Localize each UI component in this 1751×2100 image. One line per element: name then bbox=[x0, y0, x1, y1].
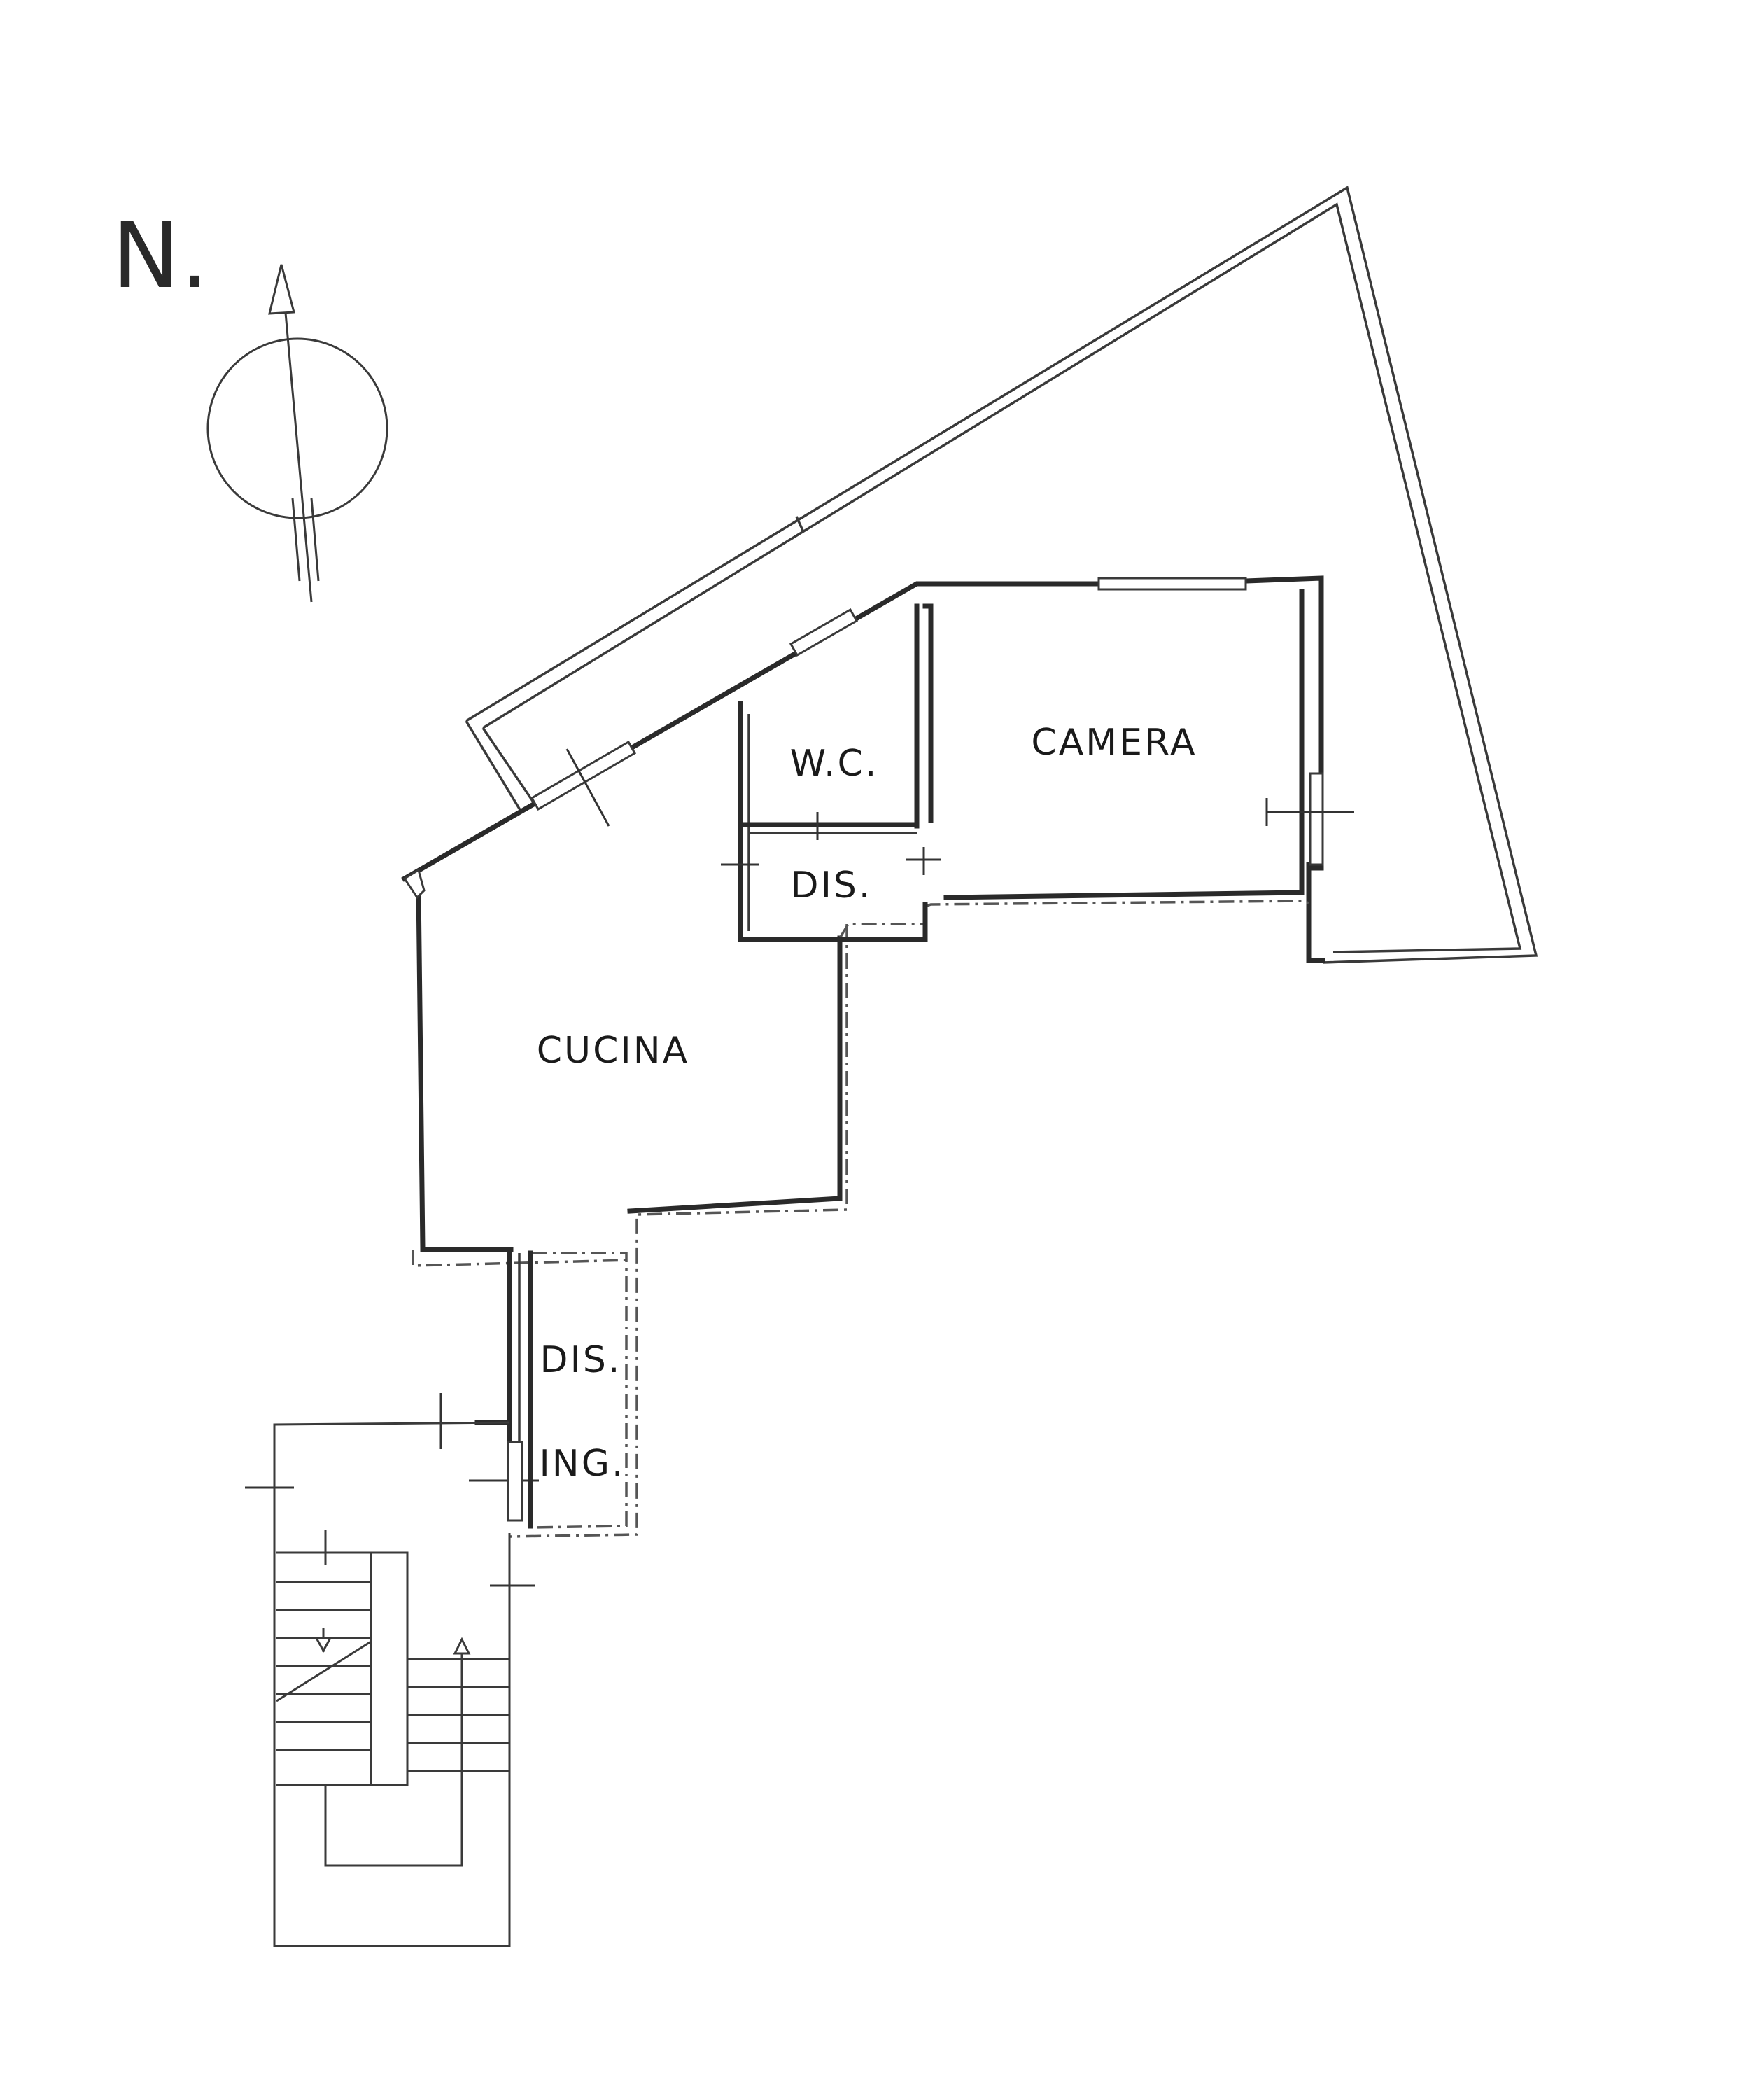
door-ticks bbox=[245, 748, 1354, 1587]
camera-east-return bbox=[1306, 862, 1325, 963]
stair-well-core bbox=[370, 1551, 409, 1786]
compass-needle bbox=[280, 265, 313, 603]
stairwell-outline bbox=[273, 1421, 511, 1947]
windows bbox=[402, 577, 1324, 899]
camera-window bbox=[1097, 577, 1247, 591]
terrace-joint bbox=[795, 516, 805, 533]
lower-boundary bbox=[509, 924, 848, 1538]
entrance-corridor bbox=[474, 1250, 533, 1529]
cucina-corner bbox=[402, 868, 426, 899]
service-walls bbox=[738, 603, 928, 942]
room-label-camera: CAMERA bbox=[1031, 722, 1197, 764]
room-label-dis-lower: DIS. bbox=[540, 1339, 622, 1381]
camera-west-wall bbox=[922, 603, 934, 823]
north-west-wall bbox=[401, 581, 1102, 882]
door-tick-1 bbox=[565, 748, 610, 827]
stair-landing bbox=[324, 1656, 463, 1867]
exterior-walls bbox=[401, 575, 1325, 1252]
room-labels: CAMERA W.C. DIS. CUCINA DIS. ING. bbox=[537, 722, 1197, 1485]
north-arrow-icon bbox=[268, 264, 295, 315]
stair-down-arrow-icon bbox=[314, 1637, 332, 1653]
stairwell bbox=[273, 1421, 511, 1947]
cucina-window bbox=[530, 740, 637, 811]
camera-boundary bbox=[924, 899, 1309, 908]
cucina-west-wall bbox=[416, 886, 514, 1252]
wc-window bbox=[789, 608, 859, 657]
corridor-boundary bbox=[531, 1252, 628, 1529]
entrance-door bbox=[507, 1441, 523, 1522]
stair-up-arrow-icon bbox=[453, 1637, 471, 1655]
north-compass: N. bbox=[112, 202, 388, 603]
stair-break-line bbox=[276, 1640, 372, 1702]
cucina-boundary bbox=[412, 1250, 631, 1267]
boundary-lines bbox=[412, 899, 1309, 1538]
terrace-end-2 bbox=[481, 727, 537, 806]
terrace-end-1 bbox=[465, 720, 523, 813]
compass-circle bbox=[206, 337, 388, 519]
camera-inner-walls bbox=[943, 589, 1305, 900]
terrace-inner bbox=[482, 202, 1522, 953]
compass-tail-2 bbox=[310, 498, 320, 582]
north-east-wall bbox=[1243, 575, 1324, 776]
room-label-ing: ING. bbox=[539, 1443, 625, 1485]
room-label-dis-upper: DIS. bbox=[791, 864, 873, 906]
camera-east-window bbox=[1309, 772, 1324, 866]
north-label: N. bbox=[112, 202, 209, 309]
dis-boundary bbox=[838, 923, 925, 939]
room-label-cucina: CUCINA bbox=[537, 1030, 689, 1072]
terrace-outline bbox=[465, 186, 1538, 964]
wc-dis-outline bbox=[738, 701, 928, 942]
terrace-outer bbox=[465, 186, 1538, 964]
compass-tail-1 bbox=[291, 498, 301, 582]
cucina-south-wall bbox=[627, 935, 843, 1214]
room-label-wc: W.C. bbox=[790, 743, 879, 785]
